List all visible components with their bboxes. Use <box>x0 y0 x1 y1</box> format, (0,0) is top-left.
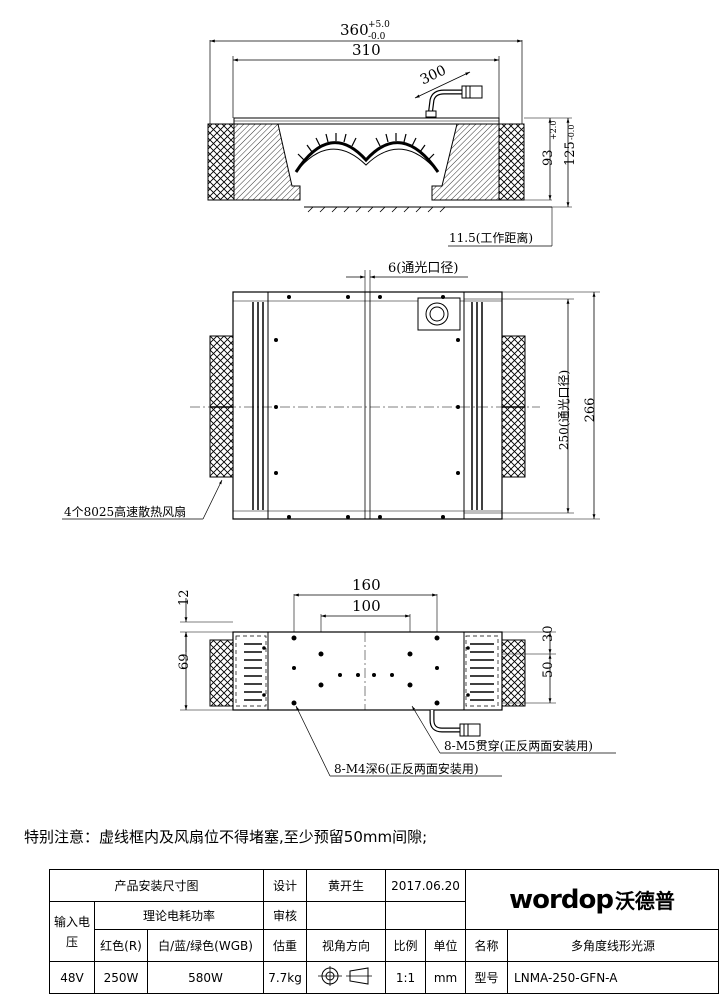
view-direction-label: 视角方向 <box>306 929 387 962</box>
side-view-labels: 160 100 12 69 30 50 8-M5贯穿(正反两面安装用) 8-M4… <box>177 576 593 776</box>
dim-360: 360 <box>340 21 369 39</box>
review-label: 审核 <box>263 901 308 930</box>
front-view <box>62 270 600 520</box>
aperture-width: 6(通光口径) <box>388 261 458 276</box>
dim-69: 69 <box>177 653 192 670</box>
dim-310: 310 <box>352 41 381 59</box>
top-view <box>207 39 572 247</box>
dim-125: 125 <box>563 141 578 166</box>
drawing-title: 产品安装尺寸图 <box>48 869 265 902</box>
logo-text-cn: 沃德普 <box>614 888 675 913</box>
weight-label: 估重 <box>263 929 308 962</box>
date: 2017.06.20 <box>385 869 467 902</box>
dim-125-tol-lower: -0.0 <box>567 125 576 140</box>
dim-360-tol-upper: +5.0 <box>368 20 390 30</box>
side-view <box>180 593 616 777</box>
logo-text-en: wordop <box>509 884 614 915</box>
dim-125-tol-upper: +2.0 <box>549 121 558 140</box>
scale-label: 比例 <box>385 929 427 962</box>
aperture-length: 250(通光口径) <box>557 370 571 450</box>
fan-note: 4个8025高速散热风扇 <box>64 504 186 519</box>
unit-label: 单位 <box>425 929 467 962</box>
dim-12: 12 <box>177 589 192 606</box>
dim-93: 93 <box>541 149 556 166</box>
dim-30: 30 <box>541 625 556 642</box>
scale: 1:1 <box>385 961 427 994</box>
wgb-label: 白/蓝/绿色(WGB) <box>146 929 265 962</box>
dim-160: 160 <box>352 576 381 594</box>
product-name: 多角度线形光源 <box>507 929 720 962</box>
red-power: 250W <box>94 961 148 994</box>
model: LNMA-250-GFN-A <box>507 961 720 994</box>
projection-symbol-icon <box>306 961 387 994</box>
power-label: 理论电耗功率 <box>93 901 265 930</box>
weight: 7.7kg <box>263 961 308 994</box>
blank-cell <box>385 901 467 930</box>
dim-100: 100 <box>352 597 381 615</box>
hole-m4-note: 8-M4深6(正反两面安装用) <box>334 761 479 776</box>
model-label: 型号 <box>465 961 509 994</box>
front-view-labels: 6(通光口径) 250(通光口径) 266 4个8025高速散热风扇 <box>64 261 598 519</box>
red-label: 红色(R) <box>94 929 148 962</box>
design-label: 设计 <box>263 869 308 902</box>
clearance-note: 特别注意：虚线框内及风扇位不得堵塞,至少预留50mm间隙; <box>24 828 428 846</box>
dim-50: 50 <box>541 661 556 678</box>
name-label: 名称 <box>465 929 509 962</box>
hole-m5-note: 8-M5贯穿(正反两面安装用) <box>444 738 593 753</box>
dim-360-tol-lower: -0.0 <box>368 32 386 42</box>
input-voltage-label: 输入电压 <box>49 901 95 962</box>
wgb-power: 580W <box>146 961 265 994</box>
reviewer <box>306 901 387 930</box>
total-length: 266 <box>583 398 598 423</box>
voltage: 48V <box>49 961 95 994</box>
designer: 黄开生 <box>306 869 387 902</box>
working-distance: 11.5(工作距离) <box>449 230 533 245</box>
unit: mm <box>425 961 467 994</box>
